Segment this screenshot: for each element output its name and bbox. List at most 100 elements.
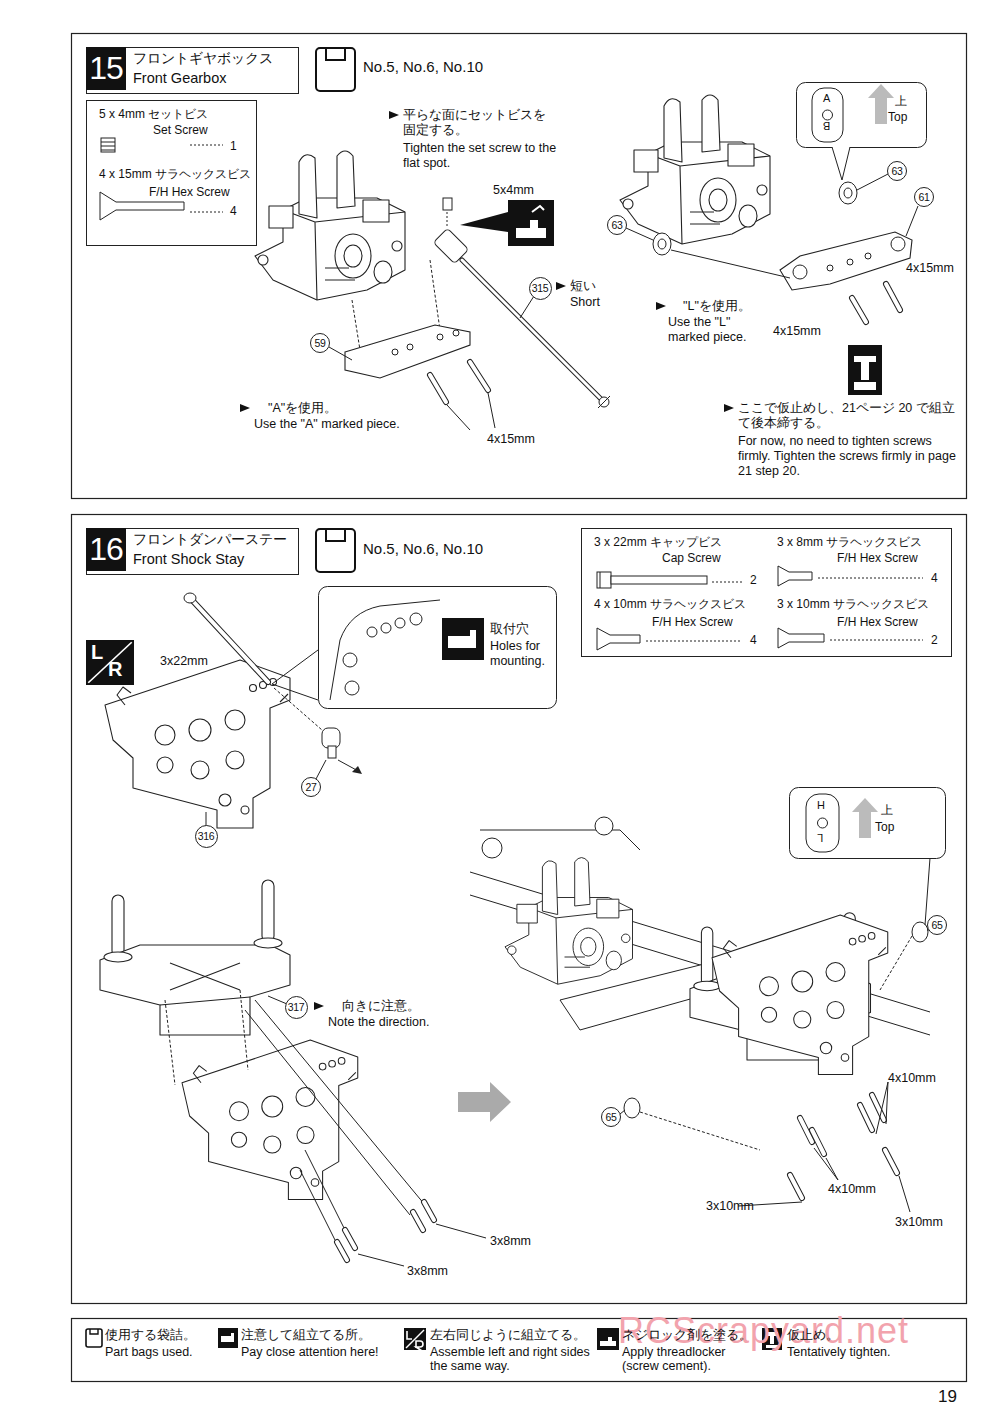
annotation-text: Use the "L" marked piece.: [668, 315, 768, 345]
callout-number: 59: [310, 333, 330, 353]
step-number: 16: [89, 532, 123, 567]
detail-inset: 取付穴 Holes for mounting.: [318, 586, 568, 708]
callout-number: 63: [607, 215, 627, 235]
annotation-text: Use the "A" marked piece.: [254, 417, 400, 432]
node-text: Set Screw: [153, 123, 208, 137]
legend-text: 仮止め。: [787, 1328, 839, 1342]
node-text: 5 x 4mm セットビス: [99, 107, 208, 121]
callout-number: 65: [931, 920, 942, 931]
annotation-text: No.5, No.6, No.10: [363, 540, 483, 558]
callout-number: 316: [195, 825, 218, 848]
orientation-inset: H L 上 Top: [789, 787, 945, 858]
callout-number: 315: [532, 283, 549, 294]
annotation-text: Note the direction.: [328, 1015, 429, 1030]
step-title: フロントダンパーステー: [133, 532, 287, 548]
annotation-text: 平らな面にセットビスを 固定する。: [403, 108, 553, 138]
annotation-text: Tighten the set screw to the flat spot.: [403, 141, 563, 171]
dimension-label: 5x4mm: [493, 183, 534, 198]
dimension-label: 3x10mm: [895, 1215, 943, 1230]
node-text: 上: [895, 94, 907, 108]
step-title: フロントギヤボックス: [133, 51, 273, 67]
dimension-label: 4x10mm: [888, 1071, 936, 1086]
callout-number: 63: [611, 220, 622, 231]
orientation-inset: A B 上 Top: [796, 82, 926, 147]
callout-number: 317: [288, 1002, 305, 1013]
step-header: 16 フロントダンパーステー Front Shock Stay: [86, 528, 299, 575]
node-text: 上: [881, 803, 893, 817]
legend-text: 左右同じように組立てる。: [430, 1328, 586, 1342]
node-text: 1: [230, 139, 237, 153]
node-text: B: [823, 119, 830, 132]
node-text: A: [823, 92, 830, 105]
node-text: Top: [875, 820, 894, 834]
legend-text: ネジロック剤を塗る。: [622, 1328, 752, 1342]
parts-list-box: 5 x 4mm セットビス Set Screw 1 4 x 15mm サラヘックスビス…: [86, 100, 257, 246]
callout-number: 317: [285, 996, 308, 1019]
callout-number: 63: [891, 166, 902, 177]
step-number: 15: [89, 51, 123, 86]
node-text: 4 x 15mm サラヘックスビス: [99, 167, 251, 181]
callout-number: 65: [601, 1107, 621, 1127]
node-text: Holes for mounting.: [490, 639, 562, 669]
callout-number: 65: [605, 1112, 616, 1123]
dimension-label: 4x15mm: [487, 432, 535, 447]
node-text: 3 x 10mm サラヘックスビス: [777, 597, 929, 611]
callout-number: 27: [305, 782, 316, 793]
legend-text: Part bags used.: [105, 1345, 193, 1359]
dimension-label: 3x22mm: [160, 654, 208, 669]
legend-text: Pay close attention here!: [241, 1345, 379, 1359]
node-text: 4: [230, 204, 237, 218]
callout-number: 63: [887, 161, 907, 181]
node-text: 2: [750, 573, 757, 587]
dimension-label: 4x15mm: [773, 324, 821, 339]
callout-number: 59: [314, 338, 325, 349]
legend-text: 注意して組立てる所。: [241, 1328, 371, 1342]
legend-text: 使用する袋詰。: [105, 1328, 196, 1342]
annotation-text: ここで仮止めし、21ページ 20 で組立て後本締する。: [738, 401, 960, 431]
node-text: H: [817, 799, 825, 812]
legend-text: Tentatively tighten.: [787, 1345, 891, 1359]
node-text: 3 x 22mm キャップビス: [594, 535, 722, 549]
node-text: 取付穴: [490, 622, 529, 637]
dimension-label: 3x8mm: [490, 1234, 531, 1249]
step-header: 15フロントギヤボックスFront Gearbox: [86, 47, 299, 94]
annotation-text: Short: [570, 295, 600, 310]
node-text: R: [108, 657, 122, 681]
callout-number: 27: [301, 777, 321, 797]
parts-list-box: 3 x 22mm キャップビス Cap Screw 2 3 x 8mm サラヘックスビ…: [581, 528, 952, 657]
dimension-label: 3x8mm: [407, 1264, 448, 1279]
node-text: F/H Hex Screw: [837, 551, 918, 565]
node-text: 3 x 8mm サラヘックスビス: [777, 535, 922, 549]
dimension-label: 4x15mm: [906, 261, 954, 276]
left-right-icon: LR: [86, 640, 134, 685]
node-text: L: [817, 831, 823, 844]
dimension-label: 3x10mm: [706, 1199, 754, 1214]
annotation-text: 19: [938, 1387, 957, 1407]
node-text: Top: [888, 110, 907, 124]
annotation-text: No.5, No.6, No.10: [363, 58, 483, 76]
callout-number: 65: [927, 915, 947, 935]
annotation-text: 短い: [570, 279, 596, 294]
annotation-text: 向きに注意。: [342, 999, 420, 1014]
node-text: 2: [931, 633, 938, 647]
callout-number: 61: [914, 187, 934, 207]
node-text: F/H Hex Screw: [837, 615, 918, 629]
node-text: F/H Hex Screw: [149, 185, 230, 199]
legend-text: Assemble left and right sides the same w…: [430, 1345, 595, 1374]
callout-number: 315: [529, 277, 552, 300]
annotation-text: For now, no need to tighten screws firml…: [738, 434, 960, 479]
node-text: 4: [750, 633, 757, 647]
node-text: 4 x 10mm サラヘックスビス: [594, 597, 746, 611]
annotation-text: "A"を使用。: [268, 401, 337, 416]
dimension-label: 4x10mm: [828, 1182, 876, 1197]
legend-text: Apply threadlocker (screw cement).: [622, 1345, 762, 1374]
step-title: Front Shock Stay: [133, 551, 244, 568]
callout-number: 316: [198, 831, 215, 842]
annotation-text: "L"を使用。: [683, 299, 751, 314]
node-text: Cap Screw: [662, 551, 721, 565]
